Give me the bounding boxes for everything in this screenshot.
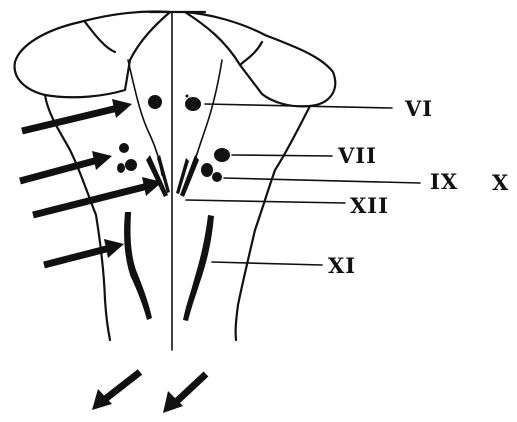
right-border <box>236 106 310 340</box>
right-upper-lobe <box>185 12 335 106</box>
arrow-2-head <box>92 151 112 170</box>
arrow-2 <box>20 160 98 181</box>
nucleus-vi-right <box>185 97 201 111</box>
label-vii: VII <box>337 143 377 168</box>
label-vi: VI <box>404 96 433 121</box>
nucleus-vii-right <box>214 148 230 162</box>
labels: VI VII IX X XII XI <box>328 96 509 278</box>
arrow-4-head <box>104 239 124 258</box>
arrow-1-head <box>112 99 132 118</box>
input-arrows <box>20 99 162 265</box>
arrow-out-left <box>104 372 140 400</box>
arrow-3 <box>33 186 148 215</box>
leader-xi <box>212 262 322 265</box>
label-xi: XI <box>328 253 356 278</box>
nucleus-ix-right-a <box>201 163 213 177</box>
nucleus-dot <box>186 95 189 98</box>
label-xii: XII <box>350 193 389 218</box>
output-arrows <box>92 372 206 413</box>
left-upper-lobe <box>15 11 170 97</box>
nucleus-vii-left-a <box>119 143 129 153</box>
left-border <box>45 95 110 340</box>
nucleus-vii-left-b <box>125 159 137 171</box>
nucleus-ix-right-b <box>212 172 222 182</box>
arrow-out-right <box>176 374 206 402</box>
nucleus-vii-left-c <box>117 163 125 173</box>
arrow-1 <box>22 108 118 131</box>
nucleus-vi-left <box>148 95 162 109</box>
label-x: X <box>492 170 509 195</box>
nucleus-xi-left <box>124 212 152 320</box>
nuclei <box>117 95 230 322</box>
nucleus-xi-right <box>183 215 214 321</box>
leader-ix <box>224 178 420 183</box>
label-ix: IX <box>430 169 458 194</box>
leader-vii <box>232 155 332 156</box>
inner-left-contour <box>128 60 162 175</box>
brainstem-outline <box>15 11 336 340</box>
leader-lines <box>186 104 420 265</box>
arrow-4 <box>44 248 110 265</box>
